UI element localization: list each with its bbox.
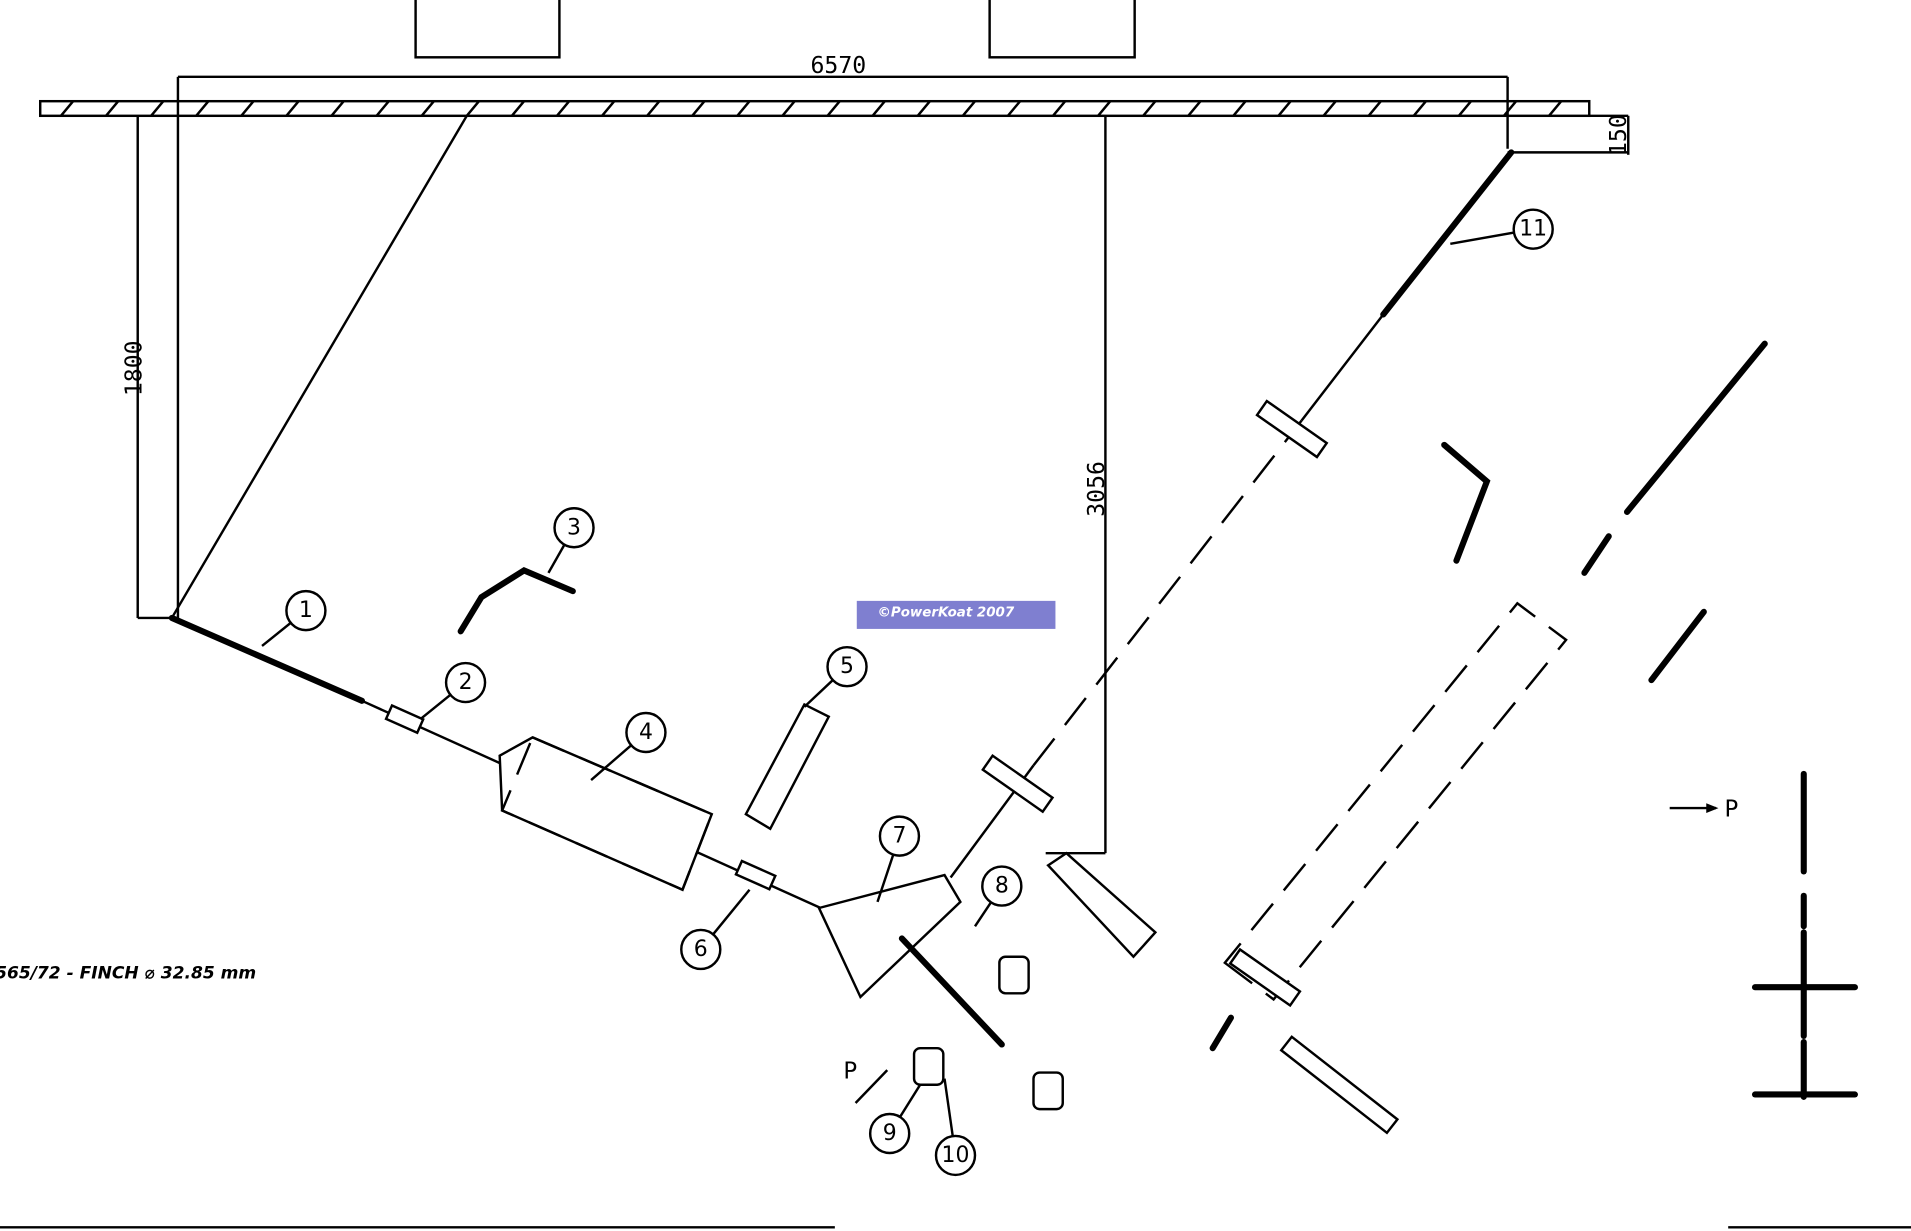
- balloon-number: 9: [883, 1121, 897, 1146]
- part-5-shield: [744, 702, 831, 831]
- balloon-number: 7: [892, 824, 906, 849]
- balloon-11: 11: [1450, 208, 1554, 250]
- dimension-6570: 6570: [176, 53, 1509, 618]
- balloon-number: 8: [995, 874, 1009, 899]
- upper-structure-left: [414, 0, 561, 59]
- hatch-mark: [961, 100, 976, 117]
- watermark: ©PowerKoat 2007: [856, 600, 1056, 629]
- hatch-mark: [375, 100, 390, 117]
- part-2-fitting: [384, 703, 425, 735]
- hatch-mark: [330, 100, 345, 117]
- hatch-mark: [646, 100, 661, 117]
- hatch-mark: [1097, 100, 1112, 117]
- hatch-mark: [1232, 100, 1247, 117]
- hatch-mark: [1412, 100, 1427, 117]
- hatch-mark: [1006, 100, 1022, 117]
- part-6-fitting: [734, 859, 777, 891]
- dimension-label: 150: [1606, 114, 1632, 156]
- upper-structure-right: [988, 0, 1136, 59]
- hatch-mark: [1548, 100, 1563, 117]
- hatch-mark: [1503, 100, 1518, 117]
- hatch-mark: [105, 100, 120, 117]
- hatch-mark: [916, 100, 931, 117]
- part-10-clamp: [1032, 1071, 1064, 1111]
- dimension-1800: 1800: [121, 115, 172, 620]
- balloon-number: 6: [694, 937, 708, 962]
- svg-text:P: P: [1725, 797, 1739, 823]
- part-3-hook: [457, 566, 576, 635]
- hatch-mark: [1322, 100, 1337, 117]
- part-11-rod: [1380, 149, 1515, 318]
- balloon-number: 10: [942, 1143, 970, 1168]
- dimension-label: 1800: [121, 340, 147, 396]
- balloon-number: 1: [299, 598, 313, 623]
- balloon-7: 7: [876, 815, 921, 903]
- balloon-10: 10: [934, 1078, 977, 1177]
- hatch-mark: [285, 100, 300, 117]
- hatch-mark: [781, 100, 796, 117]
- hatch-mark: [1142, 100, 1157, 117]
- dimension-150: 150: [1507, 114, 1632, 156]
- balloon-number: 5: [840, 654, 854, 679]
- hatch-mark: [420, 100, 435, 117]
- ceiling-beam: [39, 99, 1591, 118]
- balloon-6: 6: [680, 888, 751, 971]
- force-arrow-1: P: [1669, 797, 1739, 823]
- hatch-mark: [601, 100, 616, 117]
- hatch-mark: [465, 100, 480, 117]
- hatch-mark: [736, 100, 751, 117]
- svg-text:P: P: [843, 1059, 857, 1085]
- balloon-number: 4: [639, 720, 653, 745]
- balloon-2: 2: [419, 661, 487, 721]
- part-9-clamp: [912, 1046, 945, 1086]
- lower-hardware: [898, 851, 1158, 1111]
- part-8-clamp: [998, 955, 1030, 995]
- insulator-string-left: [168, 566, 962, 1000]
- dimension-label: 3056: [1084, 461, 1110, 517]
- shield-lower: [1046, 851, 1158, 959]
- hatch-mark: [1187, 100, 1202, 117]
- hatch-mark: [826, 100, 841, 117]
- support-cable: [170, 115, 468, 619]
- part-balloons: 1 2 3 4 5 6 7 8 9 10 11: [261, 208, 1554, 1177]
- hatch-mark: [1052, 100, 1067, 117]
- balloon-8: 8: [973, 865, 1023, 927]
- hatch-mark: [1367, 100, 1382, 117]
- hatch-mark: [1457, 100, 1472, 117]
- hatch-mark: [195, 100, 210, 117]
- balloon-number: 3: [567, 515, 581, 540]
- balloon-5: 5: [803, 645, 868, 708]
- hatch-mark: [240, 100, 255, 117]
- balloon-1: 1: [261, 589, 327, 647]
- balloon-3: 3: [547, 507, 595, 574]
- part-4-shield: [498, 736, 714, 892]
- part-1-rod: [168, 614, 366, 704]
- side-view: [1751, 770, 1858, 1100]
- balloon-9: 9: [868, 1084, 922, 1155]
- hatch-mark: [510, 100, 525, 117]
- dimension-label: 6570: [810, 53, 866, 79]
- conductor-note: 565/72 - FINCH ⌀ 32.85 mm: [0, 964, 256, 984]
- balloon-number: 11: [1519, 217, 1547, 242]
- hatch-mark: [871, 100, 886, 117]
- hatch-mark: [60, 100, 75, 117]
- hatch-mark: [1277, 100, 1292, 117]
- insulator-string-right: [949, 149, 1768, 1135]
- hatch-mark: [150, 100, 165, 117]
- balloon-4: 4: [590, 711, 667, 781]
- hatch-mark: [556, 100, 571, 117]
- svg-text:©PowerKoat 2007: ©PowerKoat 2007: [878, 606, 1015, 621]
- dimension-3056: 3056: [1045, 115, 1110, 855]
- balloon-number: 2: [459, 670, 473, 695]
- hatch-mark: [691, 100, 706, 117]
- force-arrow-2: P: [843, 1059, 889, 1104]
- part-7-yoke-plate: [817, 873, 962, 1000]
